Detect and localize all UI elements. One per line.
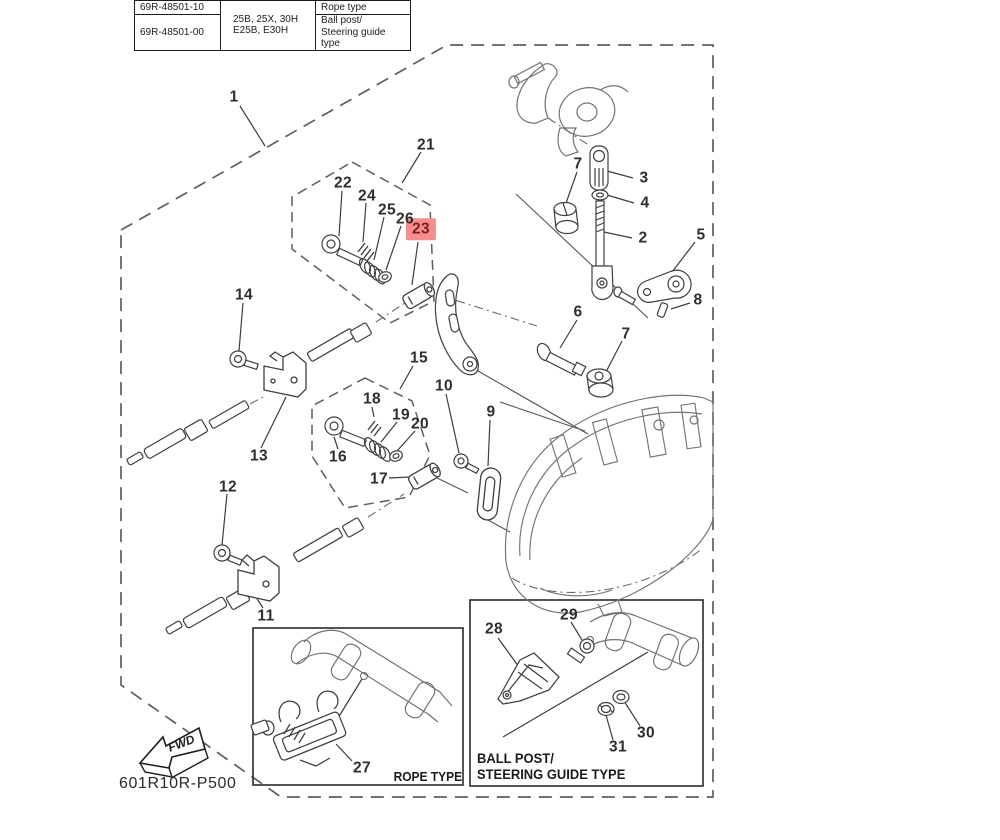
assembly-boundary-dashed [120,44,714,798]
ball-post-inset-label: BALL POST/ STEERING GUIDE TYPE [477,751,626,782]
bottom-cowling-pan [504,394,714,617]
screw-12 [213,544,243,566]
callout-7[interactable]: 7 [621,325,631,343]
callout-2[interactable]: 2 [638,229,648,247]
tiller-tube-rope [290,629,453,723]
cable-clamp-23 [402,281,436,310]
ball-post-inset-box [469,599,704,787]
bolt-22 [321,234,364,266]
ball-post-bracket-28 [497,652,560,705]
callout-19[interactable]: 19 [391,406,411,424]
bolt-29 [566,638,595,664]
callout-17[interactable]: 17 [369,470,389,488]
type-cell: Rope type [315,0,411,15]
callout-24[interactable]: 24 [357,187,377,205]
rope-type-inset-label: ROPE TYPE [393,769,463,784]
callout-30[interactable]: 30 [636,724,656,742]
group-21-boundary [291,161,435,324]
spring-19 [363,437,392,462]
link-joint-9 [476,467,502,521]
callout-3[interactable]: 3 [639,169,649,187]
callout-10[interactable]: 10 [434,377,454,395]
fwd-arrow: FWD [138,726,209,778]
callout-5[interactable]: 5 [696,226,706,244]
swivel-bracket [508,61,629,157]
bushing-7-upper [553,201,579,235]
callout-13[interactable]: 13 [249,447,269,465]
tiller-tube-ballpost [581,612,700,671]
cable-clamp-17 [407,462,441,490]
steering-cable-upper [126,322,372,466]
nut-31 [597,701,615,717]
adjust-rod-2 [591,200,614,301]
callout-29[interactable]: 29 [559,606,579,624]
cable-bracket-13 [263,351,307,398]
callout-20[interactable]: 20 [410,415,430,433]
steering-arm [434,273,479,376]
steering-lever-5 [613,269,692,306]
bushing-7-lower [586,368,614,398]
rope-type-inset-box [252,627,464,786]
spring-24 [357,242,375,262]
callout-1[interactable]: 1 [229,88,239,106]
part-number-cell: 69R-48501-00 [134,14,221,51]
part-number-cell: 69R-48501-10 [134,0,221,15]
callout-11[interactable]: 11 [257,607,275,625]
cable-bracket-11 [237,554,280,602]
pin-8 [656,302,669,318]
drawing-code: 601R10R-P500 [119,775,237,792]
screw-14 [229,350,259,371]
pin-bolt-6 [536,342,587,377]
callout-28[interactable]: 28 [484,620,504,638]
callout-15[interactable]: 15 [409,349,429,367]
washer-30 [612,689,630,705]
callout-7[interactable]: 7 [573,155,583,173]
bolt-16 [324,416,367,447]
washer-26 [378,271,392,283]
group-15-boundary [311,377,431,509]
callout-18[interactable]: 18 [362,390,382,408]
callout-25[interactable]: 25 [377,201,397,219]
callout-31[interactable]: 31 [608,738,628,756]
callout-23-highlighted[interactable]: 23 [405,218,437,240]
link-rod-3 [589,145,609,191]
callout-14[interactable]: 14 [234,286,254,304]
rope-bracket-27 [250,690,347,767]
callout-12[interactable]: 12 [218,478,238,496]
callout-6[interactable]: 6 [573,303,583,321]
variant-table: 69R-48501-10 25B, 25X, 30H E25B, E30H Ro… [134,0,411,51]
callout-27[interactable]: 27 [352,759,372,777]
type-cell: Ball post/ Steering guide type [315,14,411,51]
callout-8[interactable]: 8 [693,291,703,309]
callout-4[interactable]: 4 [640,194,650,212]
nut-4 [591,189,609,201]
callout-21[interactable]: 21 [416,136,436,154]
callout-9[interactable]: 9 [486,403,496,421]
callout-16[interactable]: 16 [328,448,348,466]
leader-lines [221,105,696,762]
washer-20 [389,450,403,462]
spring-18 [367,420,382,437]
model-codes-cell: 25B, 25X, 30H E25B, E30H [220,0,316,51]
callout-26[interactable]: 26 [395,210,415,228]
screw-10 [453,453,480,475]
callout-22[interactable]: 22 [333,174,353,192]
